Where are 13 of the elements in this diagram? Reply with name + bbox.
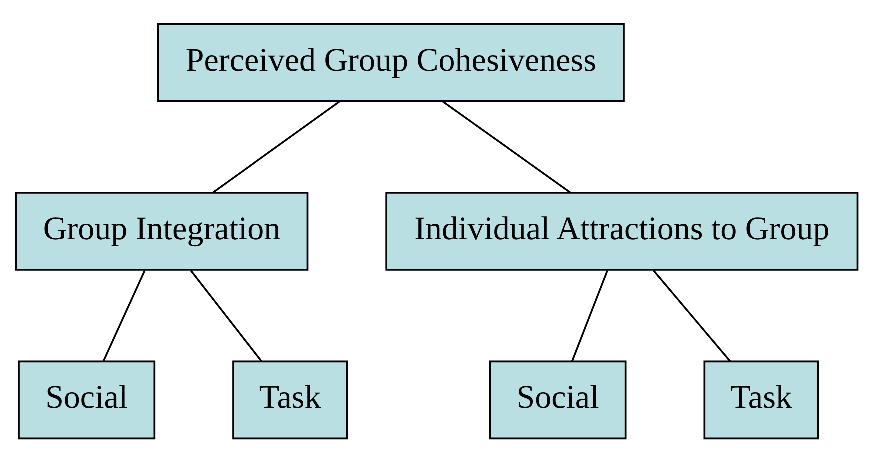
connector [102, 270, 146, 362]
connector [190, 270, 262, 362]
connector [442, 100, 572, 194]
connector [571, 270, 608, 362]
node-box: Individual Attractions to Group [386, 192, 859, 271]
connector [212, 100, 340, 194]
node-box: Social [18, 360, 156, 440]
node-box: Group Integration [15, 192, 309, 271]
node-box: Task [232, 360, 348, 440]
node-box: Perceived Group Cohesiveness [157, 23, 625, 102]
connector [653, 270, 732, 362]
node-box: Task [704, 360, 820, 440]
node-box: Social [489, 360, 627, 440]
